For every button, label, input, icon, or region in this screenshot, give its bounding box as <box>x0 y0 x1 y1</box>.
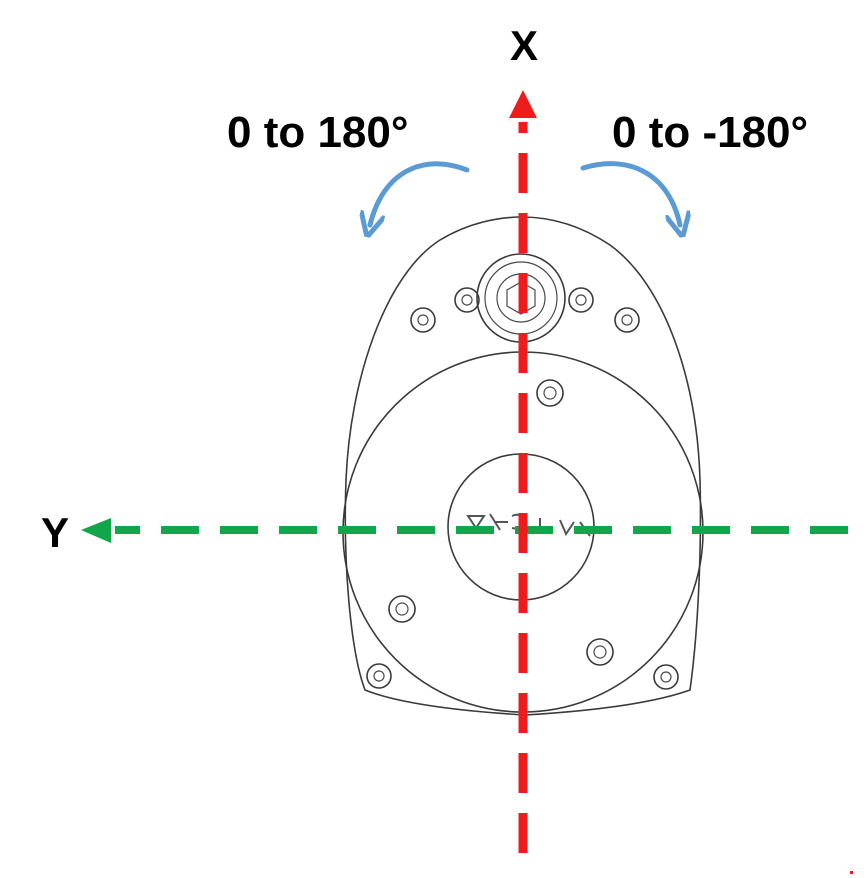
screw-icon <box>366 663 392 689</box>
screw-icon <box>614 307 640 333</box>
corner-mark <box>850 871 853 874</box>
rotation-ccw-label: 0 to 180° <box>227 108 408 157</box>
screw-icon <box>586 638 614 666</box>
housing-outline <box>344 216 702 716</box>
y-axis-arrowhead <box>81 518 111 543</box>
screw-icon <box>410 307 436 333</box>
screw-icon <box>454 287 480 313</box>
rotation-cw-arrow-icon <box>580 161 680 225</box>
y-axis-label: Y <box>41 509 69 556</box>
screw-icon <box>653 664 679 690</box>
y-axis <box>81 518 848 543</box>
x-axis-label: X <box>510 22 538 69</box>
x-axis <box>509 90 537 853</box>
rotation-ccw-arrow-icon <box>370 161 470 225</box>
x-axis-arrowhead <box>509 90 537 118</box>
screw-icon <box>536 379 564 407</box>
screw-icon <box>388 595 416 623</box>
screw-icon <box>568 287 594 313</box>
rotation-cw-label: 0 to -180° <box>612 108 808 157</box>
